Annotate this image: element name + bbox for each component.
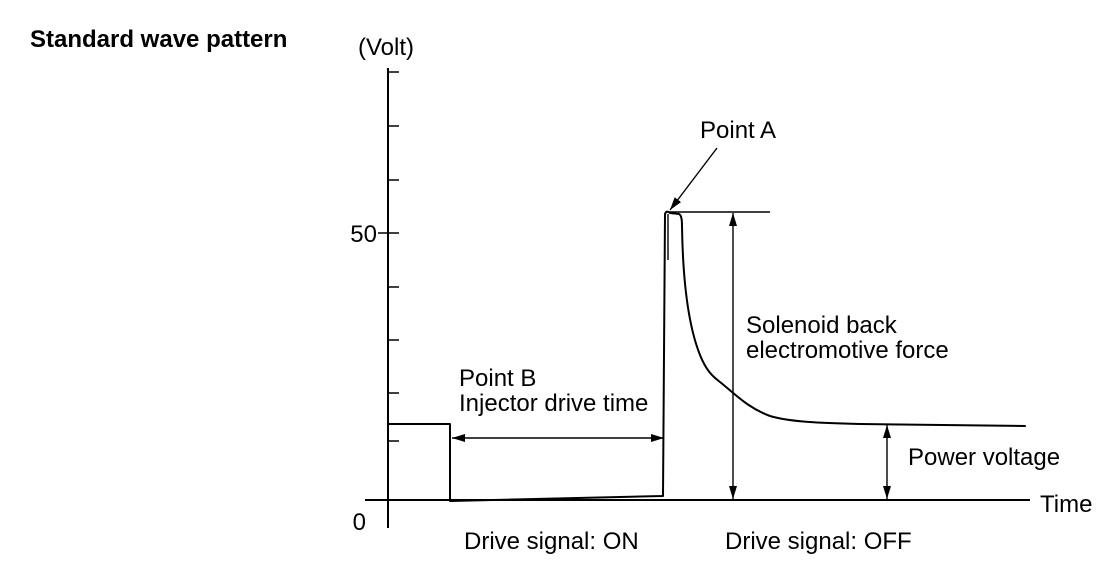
y-tick-label-50: 50 [350,221,377,248]
x-axis-label: Time [1040,491,1092,518]
y-axis-label: (Volt) [358,34,414,61]
diagram-title: Standard wave pattern [30,26,287,53]
drive-signal-off-label: Drive signal: OFF [725,528,912,555]
power-voltage-label: Power voltage [908,444,1060,471]
solenoid-emf-label-line1: Solenoid back [746,312,898,339]
point-a-arrow [669,147,718,211]
point-a-label: Point A [700,117,776,144]
solenoid-emf-label-line2: electromotive force [746,337,949,364]
point-b-label: Point B [459,365,536,392]
injector-drive-time-label: Injector drive time [459,390,648,417]
y-axis-ticks [378,71,399,442]
y-tick-label-0: 0 [353,509,366,536]
drive-signal-on-label: Drive signal: ON [464,528,639,555]
